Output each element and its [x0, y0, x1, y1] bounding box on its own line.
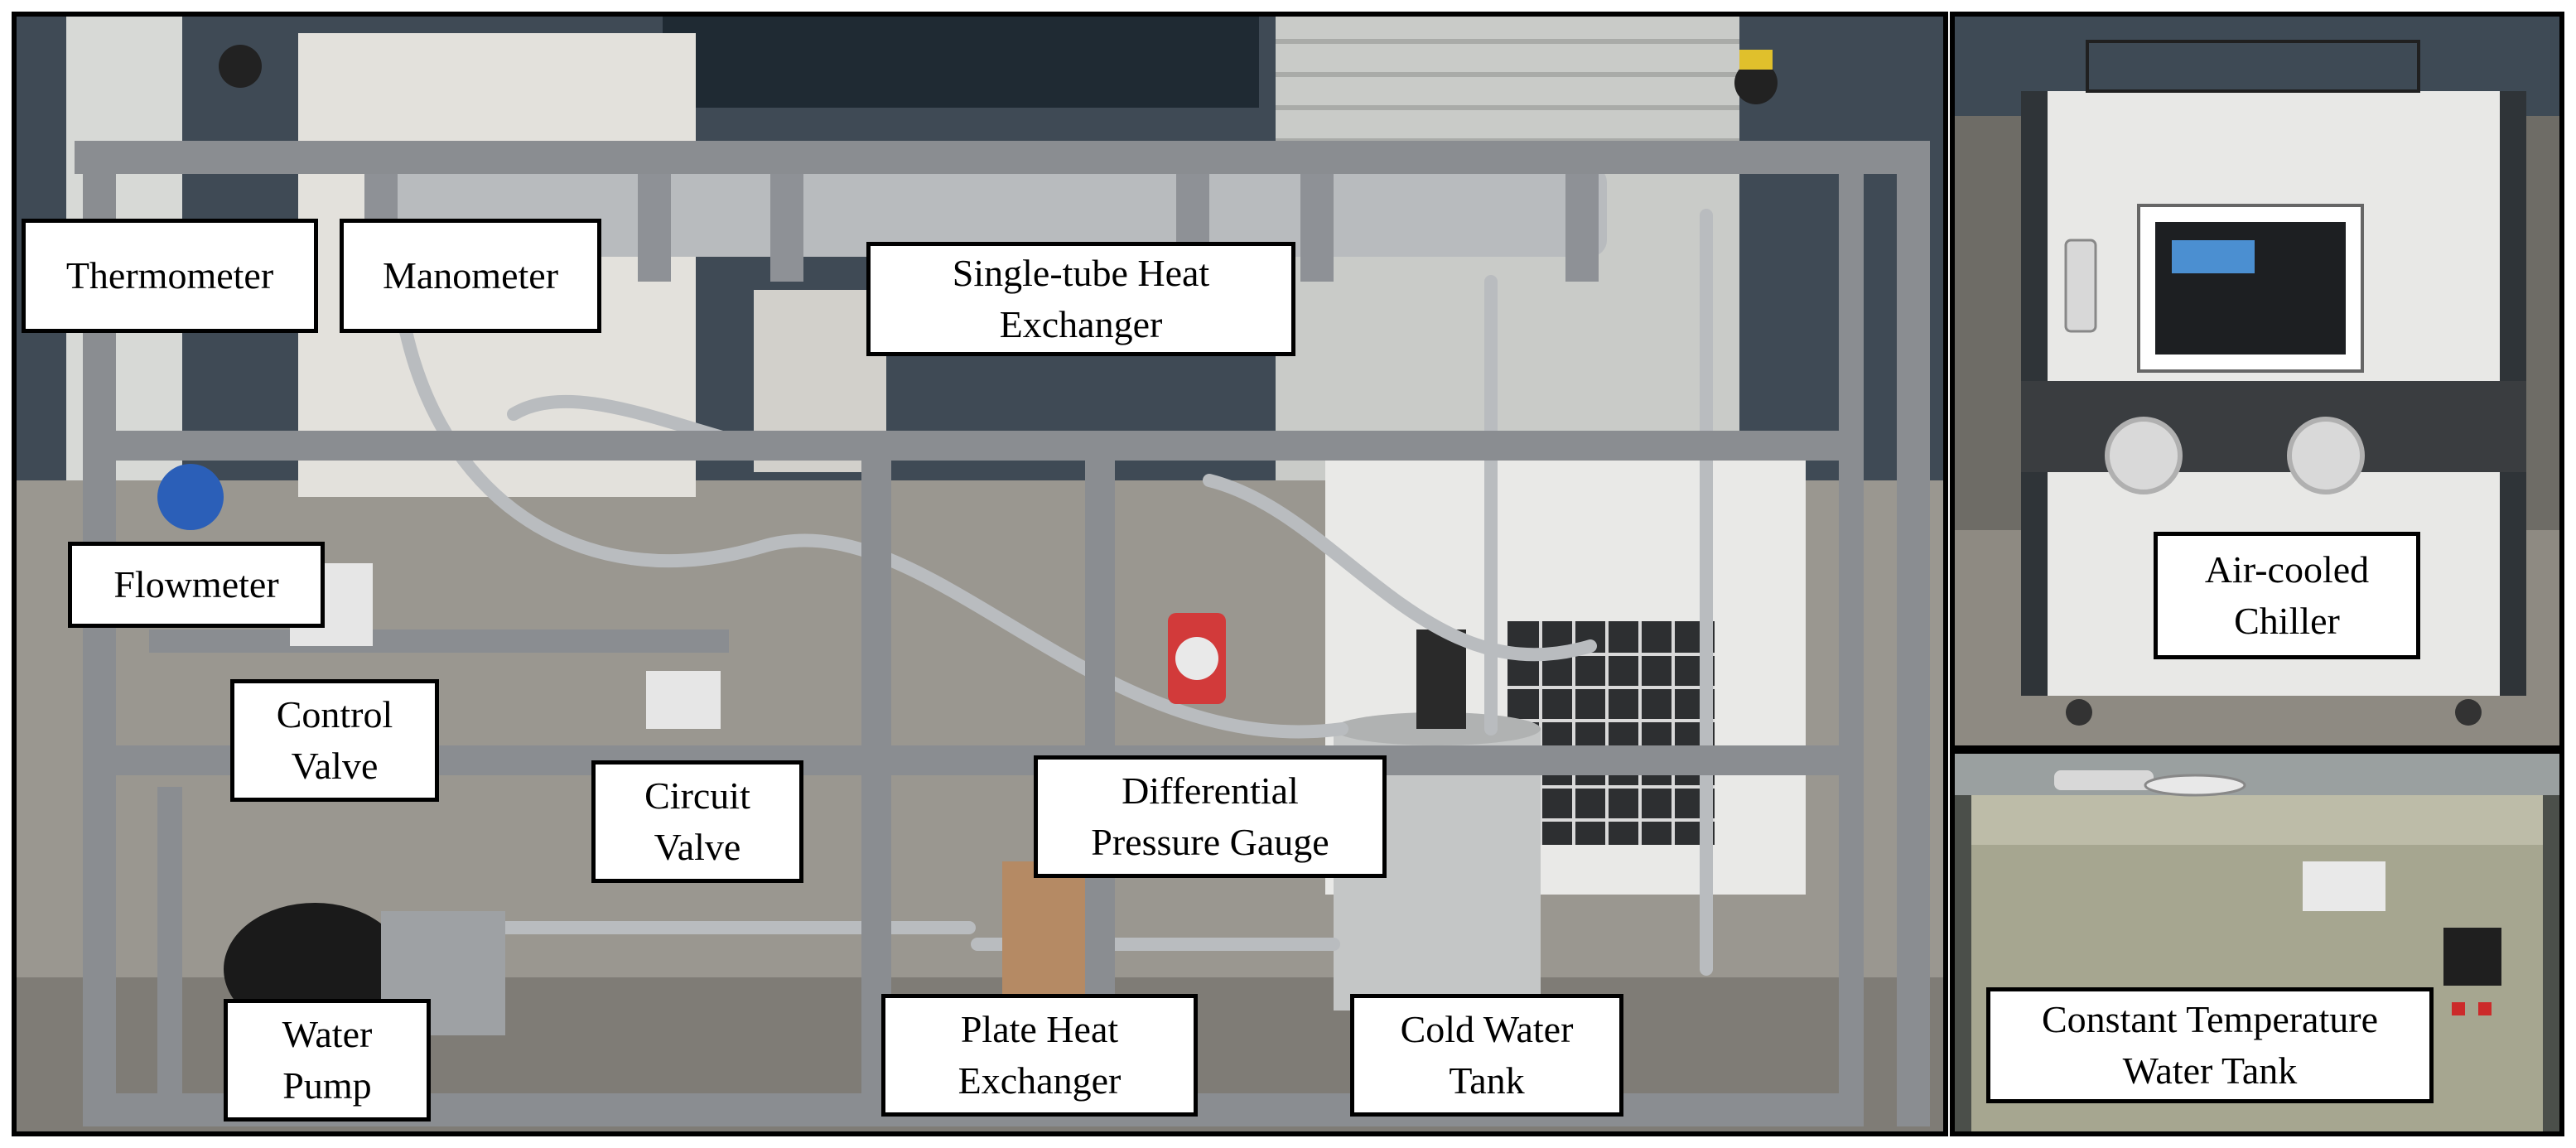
- chiller-photo: Air-cooled Chiller: [1950, 12, 2564, 750]
- chiller-illustration: [1955, 17, 2559, 745]
- label-flowmeter: Flowmeter: [68, 542, 325, 628]
- label-circuit-valve: Circuit Valve: [591, 760, 803, 883]
- label-differential-pressure-gauge: Differential Pressure Gauge: [1034, 755, 1387, 878]
- label-control-valve: Control Valve: [230, 679, 439, 802]
- label-cold-water-tank: Cold Water Tank: [1350, 994, 1623, 1117]
- label-constant-temperature-water-tank: Constant Temperature Water Tank: [1986, 987, 2434, 1103]
- water-tank-photo: Constant Temperature Water Tank: [1950, 749, 2564, 1136]
- label-manometer: Manometer: [340, 219, 601, 333]
- test-rig-photo: Thermometer Manometer Single-tube Heat E…: [12, 12, 1948, 1136]
- label-water-pump: Water Pump: [224, 999, 431, 1121]
- label-plate-heat-exchanger: Plate Heat Exchanger: [881, 994, 1198, 1117]
- label-single-tube-heat-exchanger: Single-tube Heat Exchanger: [866, 242, 1295, 356]
- label-air-cooled-chiller: Air-cooled Chiller: [2154, 532, 2420, 659]
- label-thermometer: Thermometer: [22, 219, 318, 333]
